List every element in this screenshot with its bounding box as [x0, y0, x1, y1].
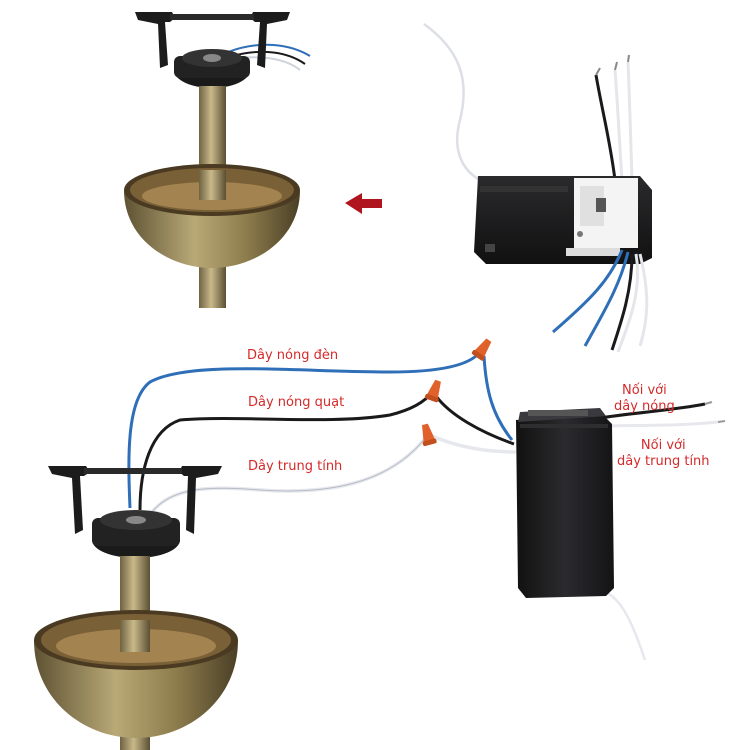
- bottom-mount-assembly: [34, 350, 482, 750]
- label-neutral-wire: Dây trung tính: [248, 459, 343, 474]
- label-connect-hot-line2: dây nóng: [614, 399, 675, 414]
- label-connect-neutral-line2: dây trung tính: [617, 454, 710, 469]
- label-connect-hot: Nối với dây nóng: [614, 383, 675, 415]
- label-connect-neutral-line1: Nối với: [640, 438, 686, 453]
- wire-nut-fan: [424, 379, 441, 403]
- top-receiver-unit: [423, 22, 652, 353]
- wire-nut-neutral: [421, 423, 437, 447]
- label-fan-hot-wire: Dây nóng quạt: [248, 395, 345, 410]
- top-mount-assembly: [124, 12, 311, 308]
- left-arrow-icon: [345, 193, 382, 214]
- label-connect-neutral: Nối với dây trung tính: [617, 438, 710, 470]
- wire-nut-light: [471, 338, 492, 361]
- bottom-receiver-unit: [516, 401, 726, 661]
- label-connect-hot-line1: Nối với: [622, 383, 667, 398]
- label-light-hot-wire: Dây nóng đèn: [247, 348, 339, 363]
- wire-connectors: [421, 338, 517, 454]
